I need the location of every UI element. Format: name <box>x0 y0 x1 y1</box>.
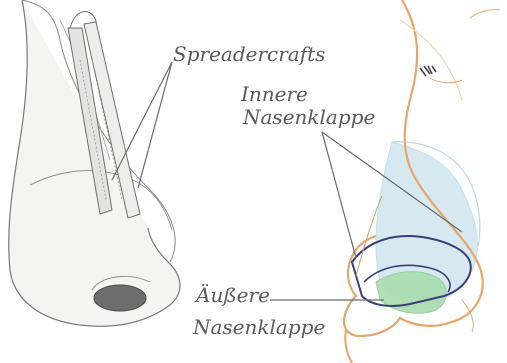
eyebrow-sketch <box>470 9 500 18</box>
label-spreadercrafts: Spreadercrafts <box>173 44 325 64</box>
left-nostril <box>94 285 146 311</box>
label-aeussere-line1: Äußere <box>196 285 270 305</box>
inner-profile-line-2 <box>400 20 462 100</box>
left-nose-sketch <box>9 0 180 326</box>
eyelash-sketch <box>420 66 436 76</box>
label-aeussere-line2: Nasenklappe <box>193 317 325 337</box>
right-nose-illustration <box>344 0 500 363</box>
lower-lid <box>430 78 462 83</box>
lower-cartilage-green <box>376 272 446 314</box>
label-innere-line1: Innere <box>241 84 308 104</box>
label-innere-line2: Nasenklappe <box>243 107 375 127</box>
